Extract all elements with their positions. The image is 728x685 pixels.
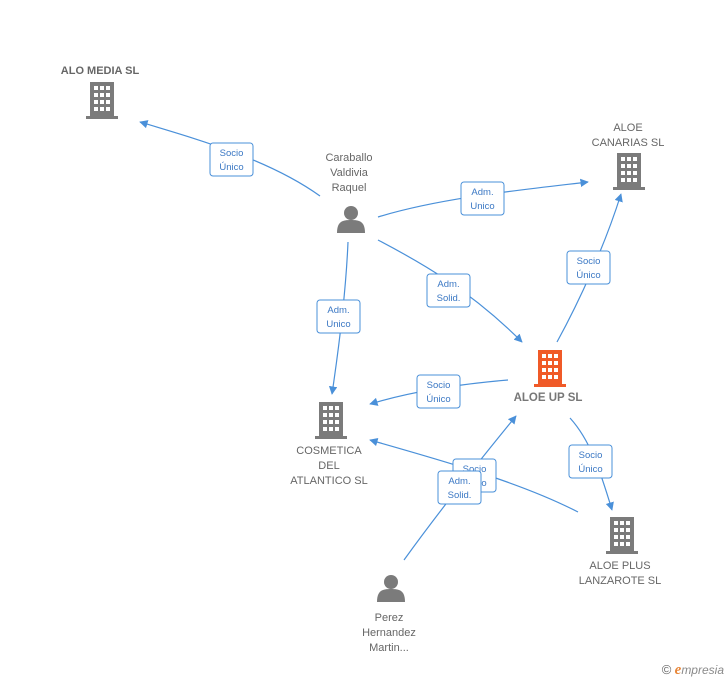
- edge-label-line: Único: [426, 394, 450, 405]
- empresia-watermark[interactable]: © empresia: [662, 662, 724, 679]
- edge-label-line: Adm.: [448, 476, 470, 487]
- edge-label-caraballo-canarias[interactable]: Adm. Unico: [460, 181, 505, 216]
- edge-label-line: Adm.: [437, 279, 459, 290]
- node-label: ATLANTICO SL: [290, 475, 367, 487]
- edge-label-line: Unico: [470, 201, 494, 212]
- building-icon: [606, 517, 638, 554]
- node-label: Caraballo: [325, 152, 372, 164]
- node-caraballo[interactable]: Caraballo Valdivia Raquel: [325, 152, 373, 233]
- node-cosmetica[interactable]: COSMETICA DEL ATLANTICO SL: [290, 402, 368, 487]
- node-alo-media[interactable]: ALO MEDIA SL: [61, 65, 140, 119]
- edge-label-line: Solid.: [448, 490, 472, 501]
- edge-label-line: Socio: [463, 464, 487, 475]
- edge-label-aloeup-plus[interactable]: Socio Único: [568, 444, 613, 479]
- node-label: DEL: [318, 460, 339, 472]
- edge-label-aloeup-cosmetica[interactable]: Socio Único: [416, 374, 461, 409]
- edge-label-aloeup-canarias[interactable]: Socio Único: [566, 250, 611, 285]
- node-label: COSMETICA: [296, 445, 362, 457]
- brand-name: mpresia: [681, 663, 724, 677]
- node-label: Martin...: [369, 642, 409, 654]
- edge-label-line: Único: [576, 270, 600, 281]
- edge-label-line: Único: [578, 464, 602, 475]
- edge-labels: Socio Único Adm. Unico Adm. Solid. Adm. …: [209, 142, 613, 505]
- building-icon: [86, 82, 118, 119]
- edge-label-line: Socio: [427, 380, 451, 391]
- edge-label-caraballo-cosmetica[interactable]: Adm. Unico: [316, 299, 361, 334]
- edge-label-caraballo-aloeup[interactable]: Adm. Solid.: [426, 273, 471, 308]
- node-aloe-plus[interactable]: ALOE PLUS LANZAROTE SL: [579, 517, 662, 587]
- person-icon: [337, 206, 365, 233]
- node-label: Raquel: [332, 182, 367, 194]
- edge-label-line: Adm.: [327, 305, 349, 316]
- node-label: ALOE PLUS: [589, 560, 650, 572]
- edge-label-line: Socio: [579, 450, 603, 461]
- edge-label-perez-aloeup[interactable]: Adm. Solid.: [437, 470, 482, 505]
- node-label: ALOE: [613, 122, 642, 134]
- person-icon: [377, 575, 405, 602]
- building-icon: [315, 402, 347, 439]
- node-label: Hernandez: [362, 627, 416, 639]
- edge-label-line: Solid.: [437, 293, 461, 304]
- node-label: LANZAROTE SL: [579, 575, 662, 587]
- node-aloe-canarias[interactable]: ALOE CANARIAS SL: [592, 122, 665, 190]
- edge-label-line: Socio: [577, 256, 601, 267]
- node-label: Valdivia: [330, 167, 369, 179]
- building-icon: [613, 153, 645, 190]
- edges: [139, 120, 623, 561]
- brand-initial: e: [674, 662, 682, 678]
- edge-label-caraballo-alomedia[interactable]: Socio Único: [209, 142, 254, 177]
- edge-label-line: Adm.: [471, 187, 493, 198]
- building-icon-main: [534, 350, 566, 387]
- node-perez[interactable]: Perez Hernandez Martin...: [362, 575, 416, 654]
- edge-label-line: Socio: [220, 148, 244, 159]
- edge-label-line: Unico: [326, 319, 350, 330]
- edge-label-line: Único: [219, 162, 243, 173]
- copyright-symbol: ©: [661, 662, 672, 677]
- node-label: CANARIAS SL: [592, 137, 665, 149]
- node-label: Perez: [375, 612, 404, 624]
- node-label: ALOE UP SL: [514, 392, 583, 404]
- node-label: ALO MEDIA SL: [61, 65, 140, 77]
- node-aloe-up[interactable]: ALOE UP SL: [514, 350, 583, 404]
